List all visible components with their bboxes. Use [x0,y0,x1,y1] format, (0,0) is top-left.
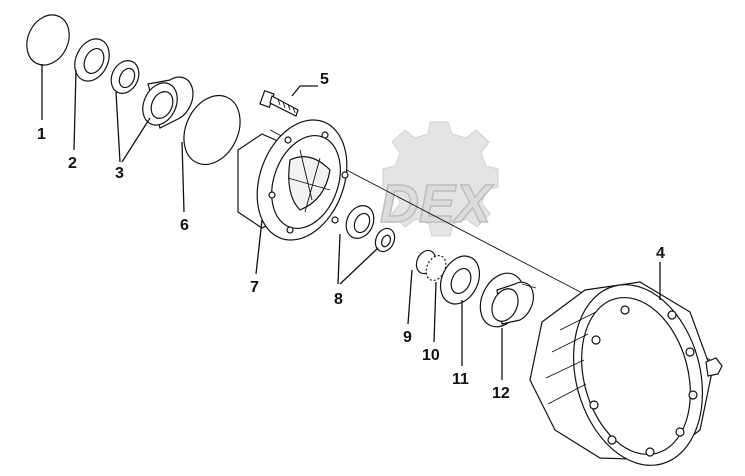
watermark: DEX [379,121,499,237]
part-o-ring [26,14,70,66]
part-inner-bearing [345,205,396,253]
callout-12: 12 [492,385,510,402]
callout-6: 6 [180,217,189,234]
part-hub-cap [479,272,537,328]
leader-lines [41,64,661,380]
part-wheel-hub [237,119,349,241]
callout-2: 2 [68,155,77,172]
watermark-gear-icon [382,121,499,237]
part-bearing-outer [110,60,194,129]
part-seal-ring [183,94,241,166]
part-brake-drum [529,281,723,466]
part-wheel-bolt [259,89,299,117]
callout-1: 1 [37,126,46,143]
callout-10: 10 [422,347,440,364]
callout-8: 8 [334,291,343,308]
callout-7: 7 [250,279,259,296]
callout-labels: 1 2 3 4 5 6 7 8 9 10 11 12 [37,71,665,402]
callout-11: 11 [452,371,469,388]
callout-4: 4 [656,245,665,262]
callout-9: 9 [403,329,412,346]
part-washer [74,38,110,82]
watermark-text: DEX [380,174,494,234]
callout-5: 5 [320,71,329,88]
part-gasket [439,255,481,305]
callout-3: 3 [115,165,124,182]
